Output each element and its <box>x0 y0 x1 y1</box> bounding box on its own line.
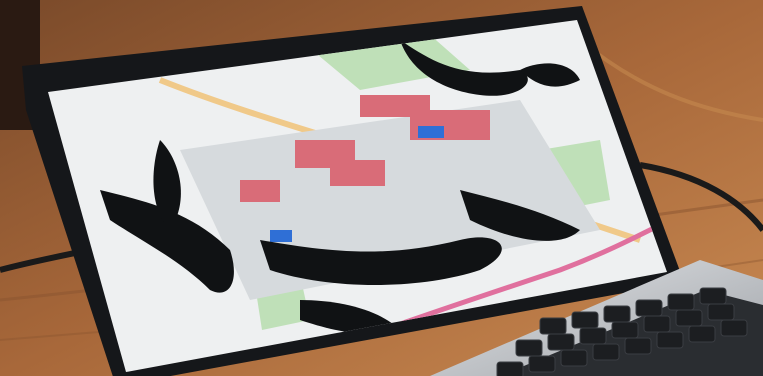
usb-cable <box>639 162 763 232</box>
keyboard-key-icon <box>667 293 695 311</box>
keyboard-key-icon <box>656 331 684 349</box>
keyboard-key-icon <box>603 305 631 323</box>
blue-building-bottom <box>270 230 292 242</box>
keyboard-key-icon <box>624 337 652 355</box>
keyboard-key-icon <box>579 327 607 345</box>
keyboard-key-icon <box>699 287 727 305</box>
keyboard-key-icon <box>528 355 556 373</box>
keyboard-key-icon <box>592 343 620 361</box>
keyboard-key-icon <box>611 321 639 339</box>
keyboard-keys <box>496 287 748 376</box>
desk-grain-3 <box>578 38 763 122</box>
keyboard-key-icon <box>560 349 588 367</box>
keyboard-key-icon <box>496 361 524 376</box>
keyboard-key-icon <box>688 325 716 343</box>
keyboard-key-icon <box>707 303 735 321</box>
tree-clusters <box>100 40 580 335</box>
keyboard-key-icon <box>539 317 567 335</box>
keyboard-key-icon <box>547 333 575 351</box>
keyboard-key-icon <box>571 311 599 329</box>
keyboard-key-icon <box>635 299 663 317</box>
keyboard-key-icon <box>720 319 748 337</box>
blue-building-top <box>418 126 444 138</box>
keyboard-key-icon <box>675 309 703 327</box>
keyboard-key-icon <box>515 339 543 357</box>
keyboard-key-icon <box>643 315 671 333</box>
